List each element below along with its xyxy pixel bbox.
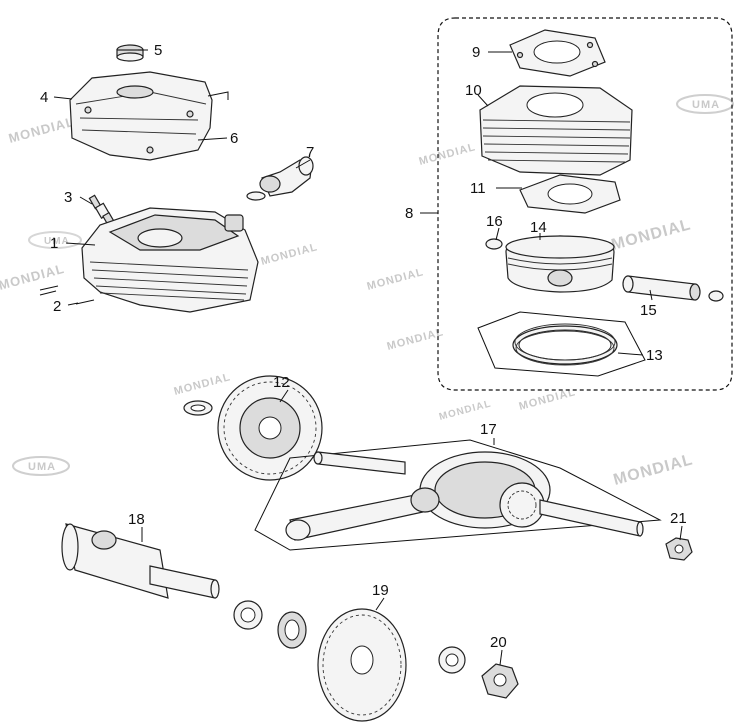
callout-15: 15 (640, 302, 657, 319)
piston-part (505, 235, 615, 293)
cylinder-base-gasket-part (519, 174, 621, 214)
watermark-text: MONDIAL (0, 261, 66, 293)
callout-13: 13 (646, 347, 663, 364)
callout-14: 14 (530, 219, 547, 236)
piston-pin-part (622, 275, 701, 301)
watermark-text: MONDIAL (366, 266, 425, 293)
crank-nut-part (665, 537, 693, 561)
callout-21: 21 (670, 510, 687, 527)
circlip-part (485, 238, 503, 250)
callout-19: 19 (372, 582, 389, 599)
crankshaft-part (254, 439, 662, 551)
watermark-text: MONDIAL (386, 326, 445, 353)
callout-20: 20 (490, 634, 507, 651)
oil-cap-part (116, 44, 144, 62)
watermark-logo-text: UMA (692, 99, 720, 111)
watermark-text: MONDIAL (173, 371, 232, 398)
watermark-text: MONDIAL (612, 451, 695, 489)
callout-16: 16 (486, 213, 503, 230)
leader-lines (53, 49, 683, 666)
watermark-text: MONDIAL (418, 141, 477, 168)
watermark-logo: UMA (676, 94, 734, 114)
watermark-logo: UMA (28, 231, 82, 249)
callout-3: 3 (64, 189, 72, 206)
callout-17: 17 (480, 421, 497, 438)
watermark-text: MONDIAL (7, 114, 76, 146)
watermark-logo-text: UMA (44, 236, 70, 247)
callout-11: 11 (470, 180, 486, 197)
callout-10: 10 (465, 82, 482, 99)
callout-6: 6 (230, 130, 238, 147)
callout-9: 9 (472, 44, 480, 61)
watermark-text: MONDIAL (438, 398, 493, 423)
callout-18: 18 (128, 511, 145, 528)
watermark-logo-text: UMA (28, 461, 56, 473)
callout-1: 1 (50, 235, 58, 252)
primary-gear-part (183, 375, 323, 481)
balancer-gear-part (317, 608, 407, 722)
callout-2: 2 (53, 298, 61, 315)
cylinder-group-frame (437, 17, 733, 391)
callout-8: 8 (405, 205, 413, 222)
balancer-nut-part (481, 663, 519, 699)
lock-washer-part (438, 646, 466, 674)
spark-plug-part (88, 194, 115, 226)
callout-numbers: 1 2 3 4 5 6 7 8 9 10 11 12 13 14 15 16 1… (40, 42, 687, 651)
thrust-washer-part (233, 600, 263, 630)
watermark-logo: UMA (12, 456, 70, 476)
callout-12: 12 (273, 374, 290, 391)
callout-7: 7 (306, 144, 314, 161)
intake-manifold-part (246, 156, 314, 201)
cylinder-block-part (479, 85, 633, 176)
circlip-part (708, 290, 724, 302)
watermark-text: MONDIAL (610, 216, 693, 254)
cylinder-head-cover-part (69, 71, 229, 161)
cylinder-head-gasket-part (509, 29, 606, 77)
watermark-text: MONDIAL (260, 241, 319, 268)
piston-rings-part (477, 311, 646, 377)
balance-shaft-part (61, 523, 220, 599)
cylinder-head-part (81, 207, 259, 313)
callout-4: 4 (40, 89, 48, 106)
pin-part (39, 285, 95, 305)
callout-5: 5 (154, 42, 162, 59)
needle-bearing-part (277, 611, 307, 649)
